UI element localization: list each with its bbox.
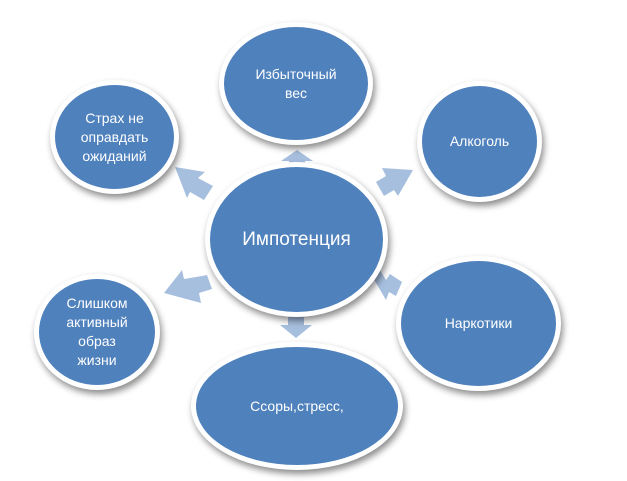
node-active-lifestyle: Слишком активный образ жизни (34, 274, 160, 390)
arrow-to-active-lifestyle (164, 270, 212, 303)
arrow-to-fear (175, 167, 213, 200)
node-stress: Ссоры,стресс, (191, 342, 403, 470)
arrow-to-drugs (372, 270, 402, 300)
arrow-to-alcohol (376, 168, 413, 196)
node-fear-expectations: Страх не оправдать ожиданий (50, 80, 179, 194)
arrow-to-stress (280, 317, 312, 338)
node-drugs: Наркотики (396, 256, 561, 391)
node-excess-weight: Избыточный вес (219, 22, 373, 145)
center-node-impotence: Импотенция (205, 162, 388, 317)
node-alcohol: Алкоголь (417, 81, 542, 202)
